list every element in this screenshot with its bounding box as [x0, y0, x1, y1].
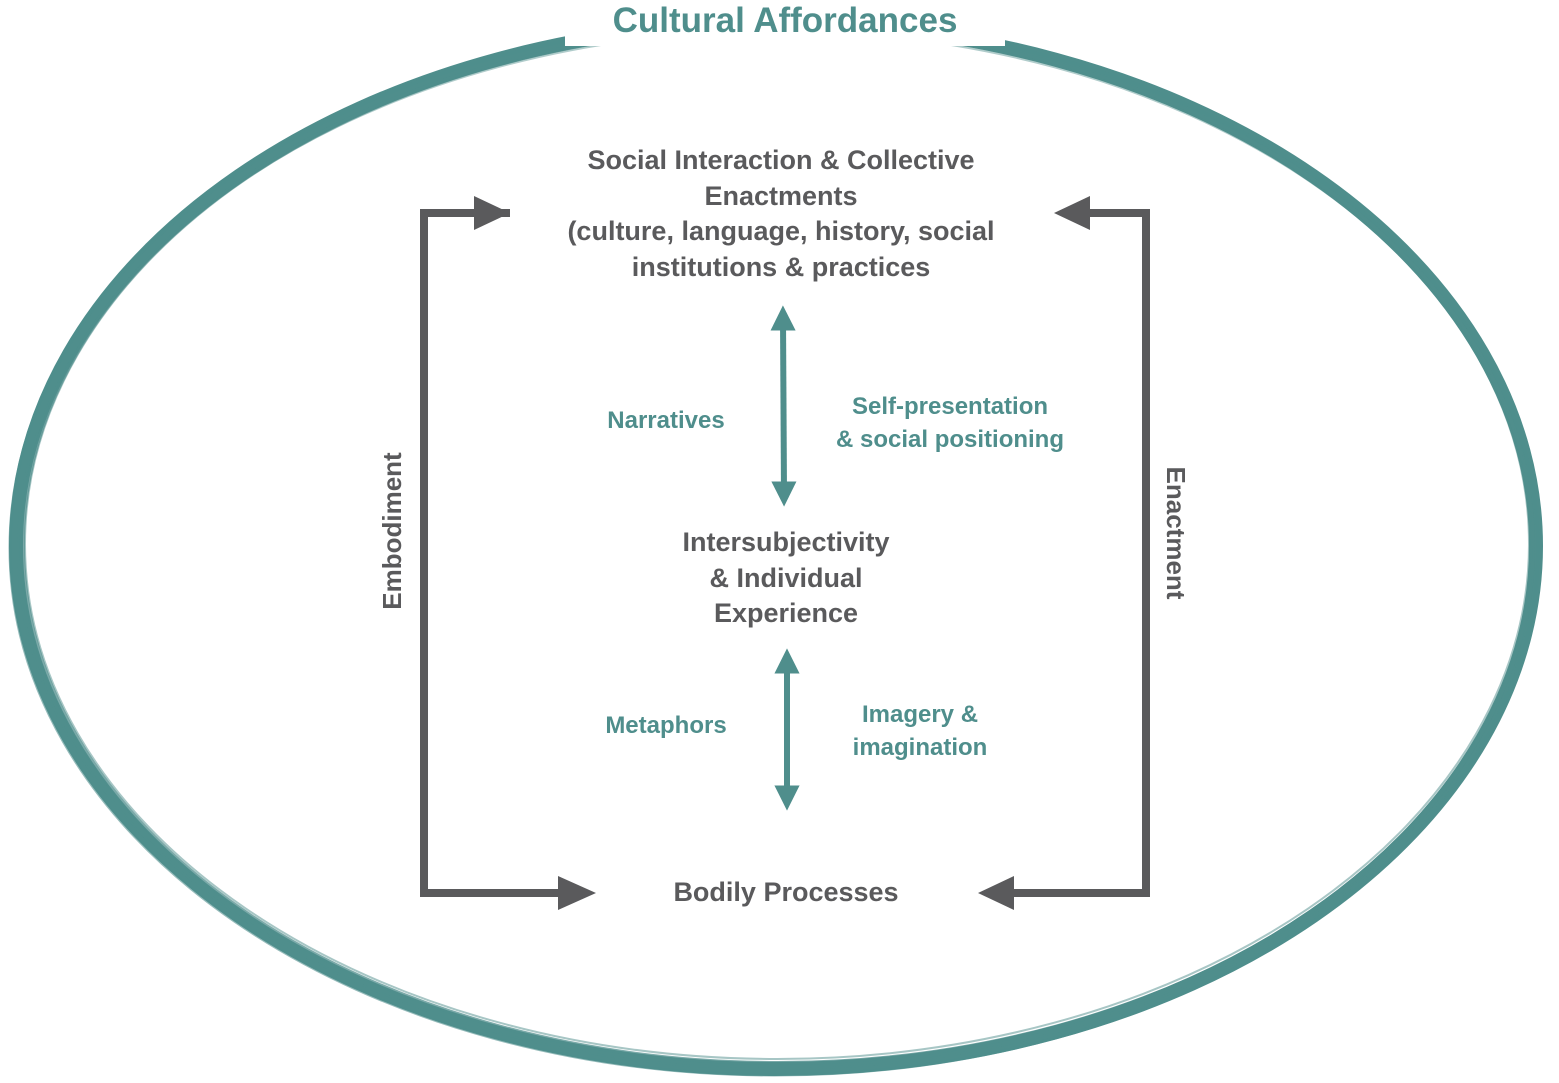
- narratives-label: Narratives: [607, 407, 725, 434]
- self-presentation-line: Self-presentation: [851, 393, 1049, 420]
- imagery-line: imagination: [852, 734, 988, 761]
- social-interaction-line: Social Interaction & Collective: [587, 145, 975, 175]
- upper-double-arrow: [770, 305, 797, 507]
- self-presentation-label: Self-presentation & social positioning: [800, 390, 1100, 456]
- embodiment-loop-arrow: [420, 196, 596, 910]
- intersubjectivity-node: Intersubjectivity & Individual Experienc…: [616, 525, 956, 632]
- intersubjectivity-line: Intersubjectivity: [682, 527, 890, 557]
- enactment-top-arrowhead: [1054, 196, 1090, 230]
- metaphors-label: Metaphors: [605, 712, 727, 739]
- embodiment-top-arrowhead: [474, 196, 510, 230]
- diagram-title: Cultural Affordances: [565, 0, 1005, 46]
- social-interaction-line: Enactments: [704, 180, 858, 211]
- intersubjectivity-line: Experience: [713, 598, 859, 628]
- social-interaction-node: Social Interaction & Collective Enactmen…: [520, 143, 1042, 285]
- bodily-processes-node: Bodily Processes: [616, 875, 956, 910]
- embodiment-label: Embodiment: [377, 452, 407, 610]
- enactment-loop-arrow: [978, 196, 1150, 910]
- imagery-label: Imagery & imagination: [790, 698, 1050, 764]
- bodily-processes-line: Bodily Processes: [673, 877, 899, 907]
- intersubjectivity-line: & Individual: [709, 562, 863, 593]
- self-presentation-line: & social positioning: [835, 426, 1064, 453]
- social-interaction-line: (culture, language, history, social: [567, 216, 995, 246]
- enactment-label: Enactment: [1161, 466, 1191, 600]
- social-interaction-line: institutions & practices: [631, 251, 931, 282]
- enactment-bottom-arrowhead: [978, 876, 1014, 910]
- embodiment-bottom-arrowhead: [558, 876, 596, 910]
- imagery-line: Imagery &: [861, 701, 979, 728]
